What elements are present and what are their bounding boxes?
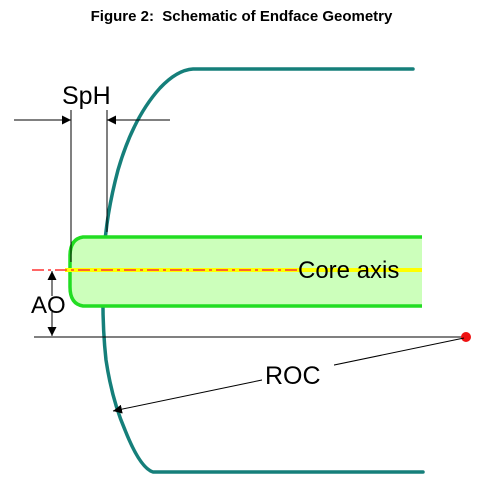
center-of-curvature-point bbox=[461, 332, 471, 342]
roc-label: ROC bbox=[265, 362, 321, 390]
ao-label: AO bbox=[31, 292, 66, 319]
core-axis-label: Core axis bbox=[298, 257, 399, 284]
roc-label-background bbox=[262, 359, 334, 389]
sph-label: SpH bbox=[62, 82, 111, 110]
figure-title: Figure 2: Schematic of Endface Geometry bbox=[90, 8, 393, 25]
